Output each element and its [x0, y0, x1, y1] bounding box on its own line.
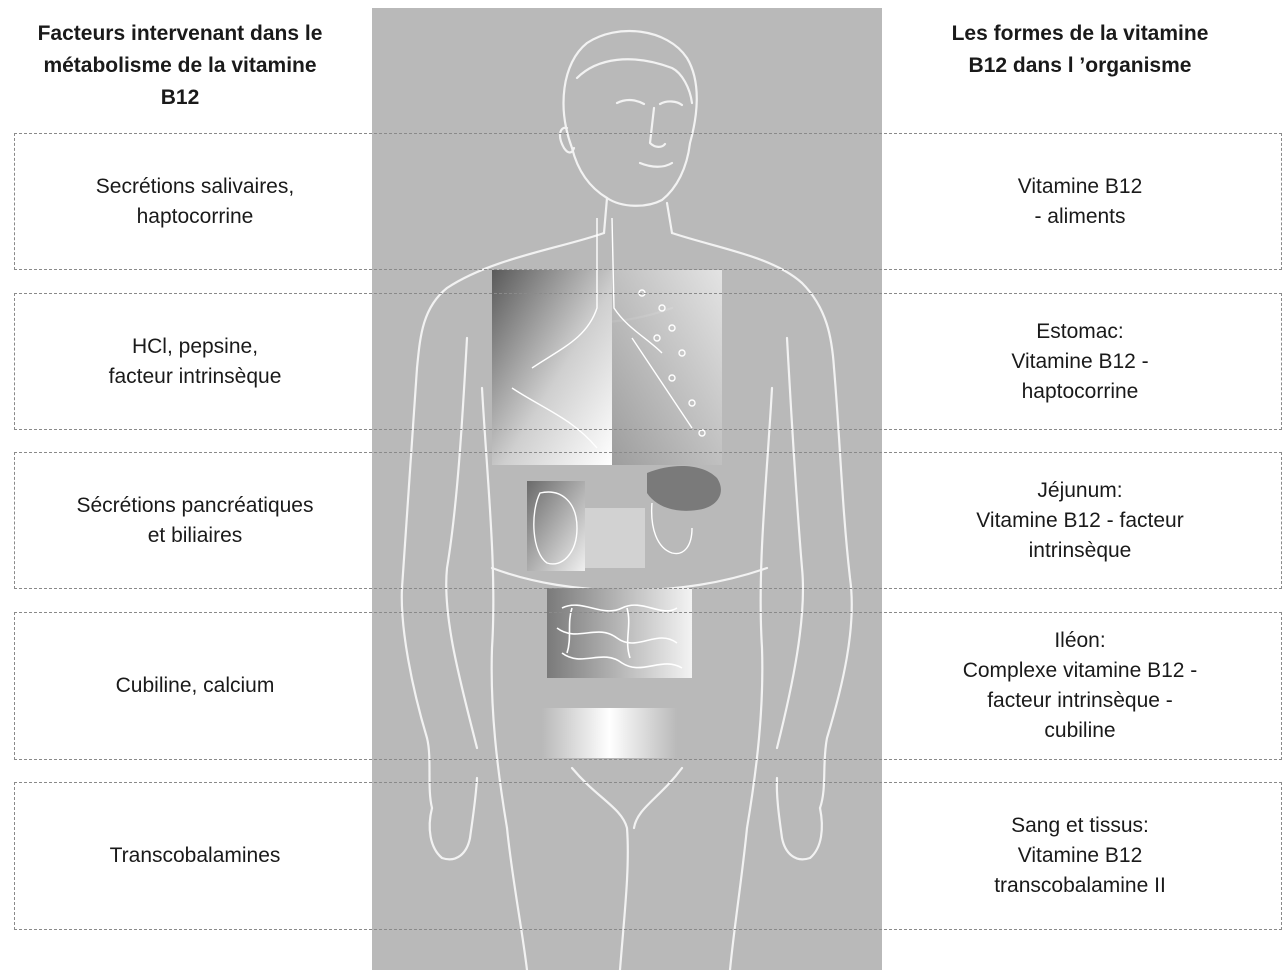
left-cell-transcobalamins: Transcobalamines — [30, 782, 360, 930]
left-title-line: Facteurs intervenant dans le — [0, 18, 360, 50]
cell-text: Sang et tissus: — [1011, 811, 1149, 841]
cell-text: HCl, pepsine, — [132, 332, 258, 362]
cell-text: Vitamine B12 — [1018, 841, 1143, 871]
cell-text: intrinsèque — [1029, 536, 1132, 566]
right-column-title: Les formes de la vitamine B12 dans l ’or… — [900, 18, 1260, 82]
cell-text: et biliaires — [148, 521, 243, 551]
right-cell-jejunum: Jéjunum: Vitamine B12 - facteur intrinsè… — [900, 452, 1260, 589]
cell-text: Complexe vitamine B12 - — [963, 656, 1198, 686]
right-cell-stomach: Estomac: Vitamine B12 - haptocorrine — [900, 293, 1260, 430]
right-cell-ileum: Iléon: Complexe vitamine B12 - facteur i… — [900, 612, 1260, 760]
left-cell-cubilin: Cubiline, calcium — [30, 612, 360, 760]
cell-text: Jéjunum: — [1037, 476, 1122, 506]
cell-text: Sécrétions pancréatiques — [77, 491, 314, 521]
left-column-title: Facteurs intervenant dans le métabolisme… — [0, 18, 360, 114]
right-title-line: Les formes de la vitamine — [900, 18, 1260, 50]
left-title-line: métabolisme de la vitamine — [0, 50, 360, 82]
right-cell-food: Vitamine B12 - aliments — [900, 133, 1260, 270]
cell-text: Cubiline, calcium — [116, 671, 275, 701]
cell-text: haptocorrine — [137, 202, 254, 232]
cell-text: facteur intrinsèque - — [987, 686, 1173, 716]
cell-text: transcobalamine II — [994, 871, 1166, 901]
cell-text: Estomac: — [1036, 317, 1124, 347]
right-cell-blood: Sang et tissus: Vitamine B12 transcobala… — [900, 782, 1260, 930]
cell-text: Vitamine B12 - facteur — [976, 506, 1183, 536]
cell-text: cubiline — [1044, 716, 1115, 746]
left-title-line: B12 — [0, 82, 360, 114]
cell-text: Transcobalamines — [110, 841, 281, 871]
cell-text: Secrétions salivaires, — [96, 172, 294, 202]
cell-text: Vitamine B12 — [1018, 172, 1143, 202]
right-title-line: B12 dans l ’organisme — [900, 50, 1260, 82]
left-cell-pancreatic: Sécrétions pancréatiques et biliaires — [30, 452, 360, 589]
cell-text: haptocorrine — [1022, 377, 1139, 407]
cell-text: Iléon: — [1054, 626, 1105, 656]
cell-text: - aliments — [1034, 202, 1125, 232]
cell-text: Vitamine B12 - — [1011, 347, 1148, 377]
left-cell-salivary: Secrétions salivaires, haptocorrine — [30, 133, 360, 270]
left-cell-hcl: HCl, pepsine, facteur intrinsèque — [30, 293, 360, 430]
cell-text: facteur intrinsèque — [109, 362, 282, 392]
